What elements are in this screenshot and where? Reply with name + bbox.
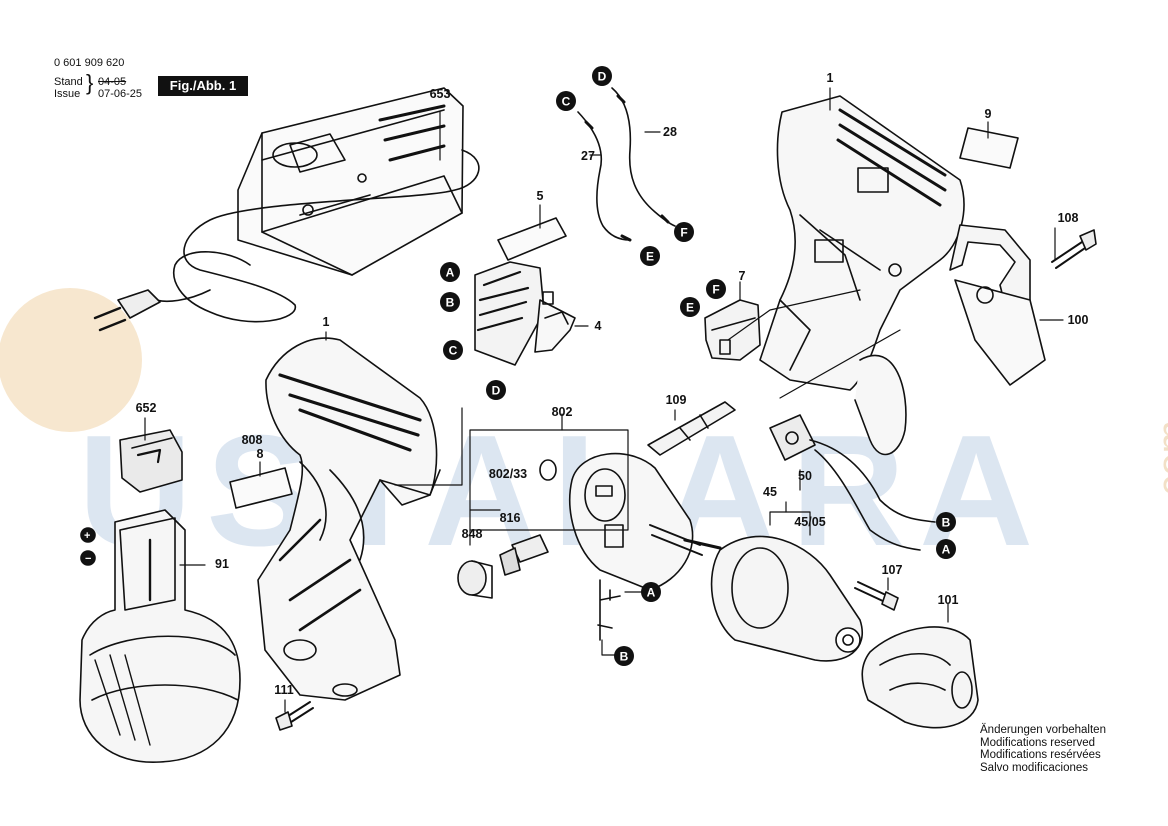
- part-label-9: 28: [663, 125, 677, 139]
- note-es: Salvo modificaciones: [980, 761, 1089, 774]
- connector-circle-2: [443, 340, 463, 360]
- part-label-25: 111: [274, 683, 294, 697]
- minus-sign: −: [85, 553, 91, 565]
- screw-107-drawing: [854, 581, 899, 611]
- connector-letter-13: B: [620, 650, 629, 664]
- connector-letter-7: D: [598, 70, 607, 84]
- part-label-7: 4: [595, 319, 602, 333]
- connector-circle-9: [674, 222, 694, 242]
- connector-circle-8: [640, 246, 660, 266]
- housing-right-1-drawing: [759, 95, 965, 456]
- connector-circle-4: [680, 297, 700, 317]
- connector-letter-5: F: [712, 283, 719, 297]
- part-label-5: 653: [430, 87, 451, 101]
- part-label-4: 100: [1068, 313, 1089, 327]
- part-label-3: 108: [1058, 211, 1079, 225]
- part-label-22: 45/05: [794, 515, 825, 529]
- label-8-drawing: [229, 467, 293, 509]
- part-label-24: 101: [938, 593, 959, 607]
- connector-letter-11: B: [942, 516, 951, 530]
- part-label-20: 50: [798, 469, 812, 483]
- part-label-21: 45: [763, 485, 777, 499]
- impact-mechanism-45-drawing: [683, 535, 863, 662]
- connector-circle-12: [641, 582, 661, 602]
- part-label-6: 5: [537, 189, 544, 203]
- charger-653-drawing: [93, 87, 480, 332]
- connector-letter-2: C: [449, 344, 458, 358]
- connector-letter-6: C: [562, 95, 571, 109]
- connector-letter-12: A: [647, 586, 656, 600]
- brace-glyph: }: [86, 70, 94, 95]
- issue-date: 07-06-25: [98, 88, 143, 100]
- leader-lines: [144, 87, 1064, 713]
- note-fr: Modifications resérvées: [980, 749, 1101, 762]
- part-label-17: 848: [462, 527, 483, 541]
- wire-27-28-drawing: [577, 87, 676, 242]
- connector-circle-6: [556, 91, 576, 111]
- part-label-18: 816: [500, 511, 521, 525]
- part-label-1: 1: [827, 71, 834, 85]
- part-label-14: 802: [552, 405, 573, 419]
- screw-108-drawing: [1051, 229, 1097, 269]
- switch-50-drawing: [769, 414, 936, 551]
- housing-left-1-drawing: [257, 337, 441, 701]
- modification-notes: Änderungen vorbehalten Modifications res…: [980, 724, 1106, 774]
- part-number: 0 601 909 620: [54, 57, 125, 69]
- connector-circle-7: [592, 66, 612, 86]
- part-label-8: 27: [581, 149, 595, 163]
- brush-816-drawing: [499, 534, 549, 576]
- plus-sign: +: [84, 530, 90, 542]
- connector-letter-4: E: [686, 301, 694, 315]
- label-9-drawing: [959, 127, 1019, 169]
- connector-circle-10: [936, 539, 956, 559]
- connector-circle-0: [440, 262, 460, 282]
- figure-label: Fig./Abb. 1: [158, 76, 248, 96]
- connector-letter-1: B: [446, 296, 455, 310]
- note-de: Änderungen vorbehalten: [980, 724, 1106, 736]
- connector-circle-1: [440, 292, 460, 312]
- connector-letter-9: F: [680, 226, 687, 240]
- note-en: Modifications reserved: [980, 736, 1096, 749]
- part-label-19: 91: [215, 557, 229, 571]
- part-label-13: 8: [257, 447, 264, 461]
- battery-cap-652-drawing: [119, 429, 183, 493]
- switch-4-drawing: [474, 217, 576, 366]
- motor-802-drawing: [539, 452, 703, 641]
- watermark-disc: [0, 288, 142, 432]
- belt-clip-100-drawing: [949, 224, 1046, 386]
- old-date: 04-05: [98, 76, 127, 88]
- part-label-16: 109: [666, 393, 687, 407]
- bit-109-drawing: [647, 401, 736, 456]
- sleeve-111-drawing: [861, 626, 979, 729]
- part-label-10: 7: [739, 269, 746, 283]
- part-label-15: 802/33: [489, 467, 527, 481]
- cap-848-drawing: [457, 560, 493, 599]
- stand-label: Stand: [54, 76, 83, 88]
- connector-circle-13: [614, 646, 634, 666]
- issue-label: Issue: [54, 88, 81, 100]
- connector-circle-5: [706, 279, 726, 299]
- part-label-0: 1: [323, 315, 330, 329]
- connector-letter-3: D: [492, 384, 501, 398]
- battery-91-drawing: [79, 509, 241, 763]
- connector-7-drawing: [704, 299, 761, 361]
- part-label-11: 652: [136, 401, 157, 415]
- screw-101-drawing: [275, 701, 314, 731]
- connector-circle-11: [936, 512, 956, 532]
- connector-letter-0: A: [446, 266, 455, 280]
- part-label-2: 9: [985, 107, 992, 121]
- connector-letter-10: A: [942, 543, 951, 557]
- connector-circle-3: [486, 380, 506, 400]
- part-label-12: 808: [242, 433, 263, 447]
- connector-letter-8: E: [646, 250, 654, 264]
- part-label-23: 107: [882, 563, 903, 577]
